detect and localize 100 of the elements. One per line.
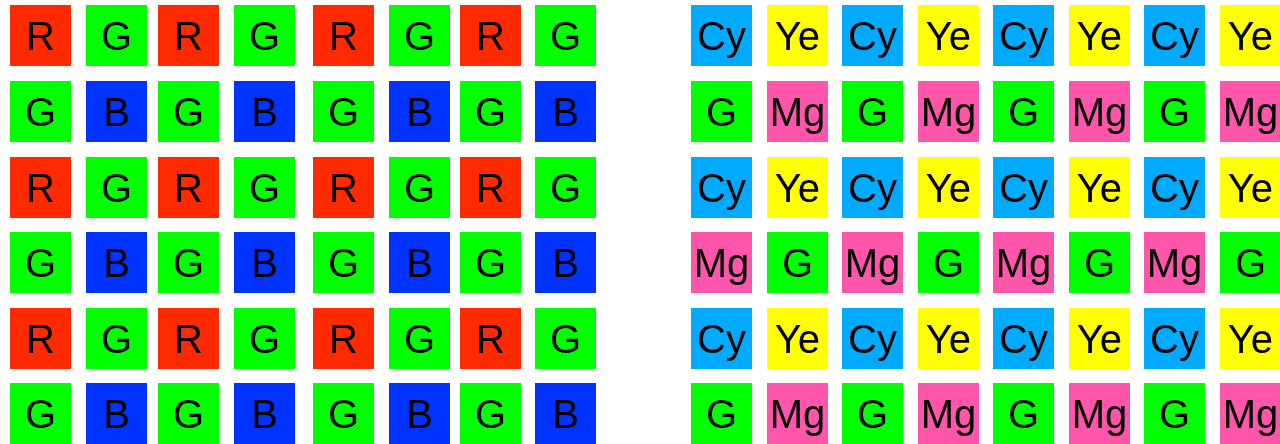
color-filter-square (767, 157, 828, 218)
color-letter: G (549, 167, 582, 208)
color-letter: G (1234, 242, 1267, 283)
color-letter: R (26, 167, 55, 208)
color-letter: G (1158, 91, 1191, 132)
color-filter-square (10, 157, 71, 218)
color-filter-square (842, 232, 903, 293)
color-letter: Mg (1071, 91, 1128, 132)
color-filter-square (313, 232, 374, 293)
color-letter: G (172, 393, 205, 434)
color-letter: R (26, 318, 55, 359)
color-filter-square (993, 308, 1054, 369)
color-letter: G (856, 91, 889, 132)
color-letter: Cy (697, 318, 746, 359)
color-filter-square (234, 5, 295, 66)
color-filter-square (918, 383, 979, 444)
color-filter-square (1144, 232, 1205, 293)
color-letter: Ye (1076, 167, 1123, 208)
color-letter: B (103, 393, 130, 434)
color-letter: B (552, 242, 579, 283)
color-filter-square (158, 5, 219, 66)
color-letter: R (476, 318, 505, 359)
color-filter-square (918, 5, 979, 66)
color-letter: G (1007, 393, 1040, 434)
color-letter: B (552, 393, 579, 434)
color-filter-square (10, 5, 71, 66)
color-letter: G (327, 393, 360, 434)
color-letter: Ye (774, 167, 821, 208)
color-letter: G (1158, 393, 1191, 434)
color-filter-square (1220, 308, 1280, 369)
color-filter-square (313, 81, 374, 142)
color-letter: R (174, 167, 203, 208)
color-letter: R (329, 318, 358, 359)
color-filter-square (1144, 81, 1205, 142)
color-filter-square (158, 232, 219, 293)
color-filter-square (86, 383, 147, 444)
color-letter: Ye (774, 15, 821, 56)
color-letter: G (856, 393, 889, 434)
color-filter-square (993, 81, 1054, 142)
color-filter-square (842, 5, 903, 66)
color-filter-square (767, 5, 828, 66)
color-filter-square (842, 383, 903, 444)
color-filter-square (1220, 81, 1280, 142)
color-letter: Ye (925, 318, 972, 359)
color-filter-square (993, 383, 1054, 444)
color-filter-square (535, 157, 596, 218)
color-letter: Ye (1227, 15, 1274, 56)
color-letter: B (406, 91, 433, 132)
color-letter: B (251, 242, 278, 283)
color-filter-square (234, 157, 295, 218)
color-filter-square (691, 5, 752, 66)
color-filter-square (1069, 81, 1130, 142)
color-letter: Cy (999, 15, 1048, 56)
color-filter-square (460, 81, 521, 142)
color-letter: Ye (1227, 167, 1274, 208)
color-letter: Mg (844, 242, 901, 283)
color-filter-square (535, 383, 596, 444)
color-letter: G (474, 242, 507, 283)
color-letter: G (781, 242, 814, 283)
color-filter-square (158, 81, 219, 142)
color-filter-square (234, 232, 295, 293)
color-letter: Mg (1222, 91, 1279, 132)
color-letter: Ye (925, 167, 972, 208)
color-letter: R (329, 15, 358, 56)
color-letter: B (103, 91, 130, 132)
color-letter: Mg (1222, 393, 1279, 434)
color-filter-square (767, 308, 828, 369)
color-letter: Mg (920, 91, 977, 132)
color-letter: B (406, 393, 433, 434)
color-letter: Mg (1146, 242, 1203, 283)
color-filter-square (993, 157, 1054, 218)
color-letter: Cy (848, 15, 897, 56)
color-filter-square (535, 232, 596, 293)
color-filter-square (1220, 5, 1280, 66)
color-filter-square (389, 383, 450, 444)
color-filter-square (86, 308, 147, 369)
color-letter: Cy (1150, 167, 1199, 208)
color-filter-square (389, 308, 450, 369)
color-letter: G (705, 91, 738, 132)
color-filter-square (691, 232, 752, 293)
color-letter: G (403, 15, 436, 56)
color-filter-square (918, 81, 979, 142)
color-filter-square (234, 81, 295, 142)
color-filter-square (918, 232, 979, 293)
color-letter: B (251, 91, 278, 132)
color-letter: G (24, 91, 57, 132)
color-letter: Ye (1076, 318, 1123, 359)
color-letter: B (406, 242, 433, 283)
color-filter-square (460, 308, 521, 369)
color-filter-square (993, 232, 1054, 293)
color-letter: G (172, 242, 205, 283)
color-filter-square (234, 308, 295, 369)
color-filter-square (691, 383, 752, 444)
color-filter-square (389, 232, 450, 293)
color-filter-square (535, 81, 596, 142)
color-filter-square (1144, 308, 1205, 369)
color-filter-square (460, 232, 521, 293)
color-letter: Cy (1150, 318, 1199, 359)
color-letter: G (1083, 242, 1116, 283)
color-letter: Mg (769, 393, 826, 434)
